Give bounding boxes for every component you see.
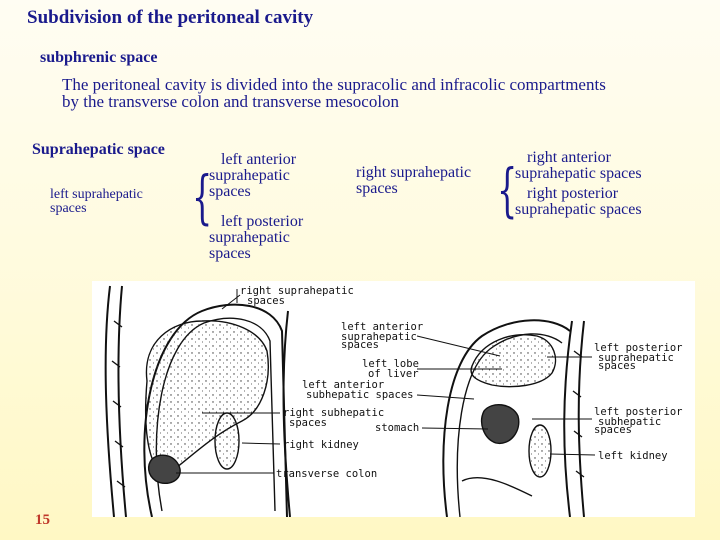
right-posterior-line2: suprahepatic spaces: [515, 201, 642, 218]
right-suprahepatic-label: right suprahepatic spaces: [356, 165, 471, 197]
left-liver-lobe: [470, 334, 557, 388]
left-panel: [104, 285, 291, 517]
fig-right-subhepatic-2: spaces: [289, 417, 327, 429]
page-number: 15: [35, 512, 50, 528]
left-anterior-line1: left anterior: [221, 151, 297, 168]
fig-left-posterior-sub-3: spaces: [594, 424, 632, 436]
fig-stomach: stomach: [375, 422, 419, 434]
left-kidney-shape: [528, 424, 552, 478]
left-group-brace: {: [192, 163, 213, 231]
stomach-shape: [480, 404, 520, 445]
left-suprahepatic-label-line1: left suprahepatic: [50, 187, 143, 202]
fig-right-suprahepatic-2: spaces: [247, 295, 285, 307]
fig-left-posterior-supra-3: spaces: [598, 360, 636, 372]
right-panel: [442, 319, 585, 517]
left-posterior-suprahepatic: left posterior suprahepatic spaces: [209, 214, 303, 262]
transverse-colon-shape: [147, 454, 181, 485]
fig-left-anterior-supra-2: suprahepatic: [341, 331, 417, 343]
fig-left-anterior-supra-1: left anterior: [341, 321, 423, 333]
fig-right-kidney: right kidney: [283, 439, 359, 451]
slide-title: Subdivision of the peritoneal cavity: [27, 7, 314, 28]
fig-left-posterior-sub-1: left posterior: [594, 406, 683, 418]
left-posterior-line3: spaces: [209, 245, 251, 262]
anatomy-drawing: right suprahepatic spaces right subhepat…: [104, 285, 683, 517]
right-group-brace: {: [497, 156, 518, 224]
left-anterior-line3: spaces: [209, 183, 251, 200]
fig-left-anterior-sub-2: subhepatic spaces: [306, 389, 413, 401]
left-anterior-suprahepatic: left anterior suprahepatic spaces: [209, 152, 296, 200]
right-suprahepatic-label-line1: right suprahepatic: [356, 164, 472, 181]
anatomy-figure: right suprahepatic spaces right subhepat…: [92, 281, 695, 517]
right-suprahepatic-label-line2: spaces: [356, 180, 398, 197]
fig-left-posterior-supra-2: suprahepatic: [598, 352, 674, 364]
fig-left-anterior-sub-1: left anterior: [302, 379, 384, 391]
left-suprahepatic-label-line2: spaces: [50, 201, 87, 216]
slide-subtitle: subphrenic space: [40, 49, 158, 66]
fig-transverse-colon: transverse colon: [276, 468, 377, 480]
right-anterior-line2: suprahepatic spaces: [515, 165, 642, 182]
right-anterior-suprahepatic: right anterior suprahepatic spaces: [515, 150, 642, 182]
fig-right-subhepatic-1: right subhepatic: [283, 407, 384, 419]
fig-left-posterior-sub-2: subhepatic: [598, 416, 661, 428]
right-liver-lobe: [145, 320, 269, 474]
fig-right-suprahepatic-1: right suprahepatic: [240, 285, 354, 297]
left-anterior-line2: suprahepatic: [209, 167, 290, 184]
left-posterior-line1: left posterior: [221, 213, 304, 230]
left-suprahepatic-label: left suprahepatic spaces: [50, 188, 143, 216]
fig-left-posterior-supra-1: left posterior: [594, 342, 683, 354]
right-anterior-line1: right anterior: [527, 149, 611, 166]
right-posterior-suprahepatic: right posterior suprahepatic spaces: [515, 186, 642, 218]
fig-left-anterior-supra-3: spaces: [341, 339, 379, 351]
right-posterior-line1: right posterior: [527, 185, 619, 202]
fig-left-kidney: left kidney: [598, 450, 668, 462]
intro-paragraph: The peritoneal cavity is divided into th…: [62, 75, 606, 111]
fig-left-lobe-2: of liver: [368, 368, 419, 380]
section-title: Suprahepatic space: [32, 141, 165, 158]
right-kidney-shape: [214, 412, 240, 470]
fig-left-lobe-1: left lobe: [362, 358, 419, 370]
left-posterior-line2: suprahepatic: [209, 229, 290, 246]
